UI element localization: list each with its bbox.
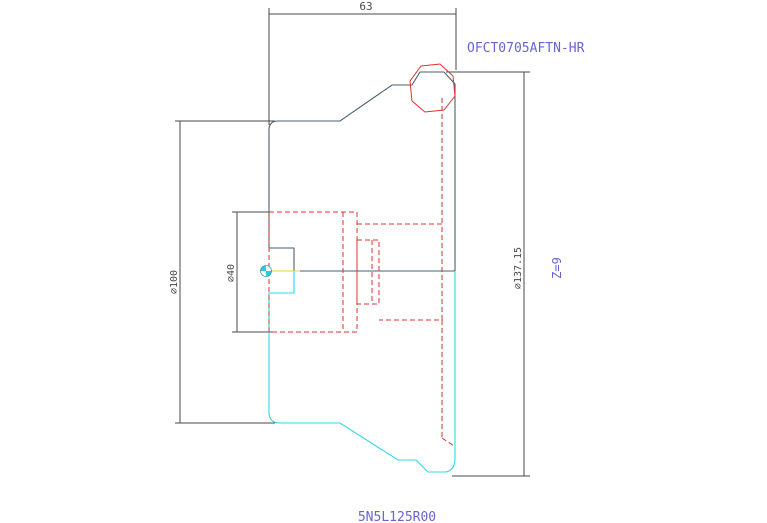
dimension-width-63: 63 — [359, 0, 372, 13]
insert-code-label: OFCT0705AFTN-HR — [467, 41, 585, 56]
lower-profile — [268, 271, 456, 473]
teeth-count-label: Z=9 — [550, 257, 564, 279]
dimension-diameter-40: ⌀40 — [226, 264, 237, 282]
dimension-lines — [175, 8, 530, 477]
dimension-diameter-137: ⌀137.15 — [513, 247, 524, 289]
dimension-diameter-100: ⌀100 — [169, 270, 180, 294]
insert-outline — [409, 63, 456, 113]
part-number-label: 5N5L125R00 — [358, 510, 436, 523]
upper-profile — [268, 71, 456, 272]
origin-marker-icon — [260, 265, 272, 277]
hidden-lines — [268, 98, 455, 447]
